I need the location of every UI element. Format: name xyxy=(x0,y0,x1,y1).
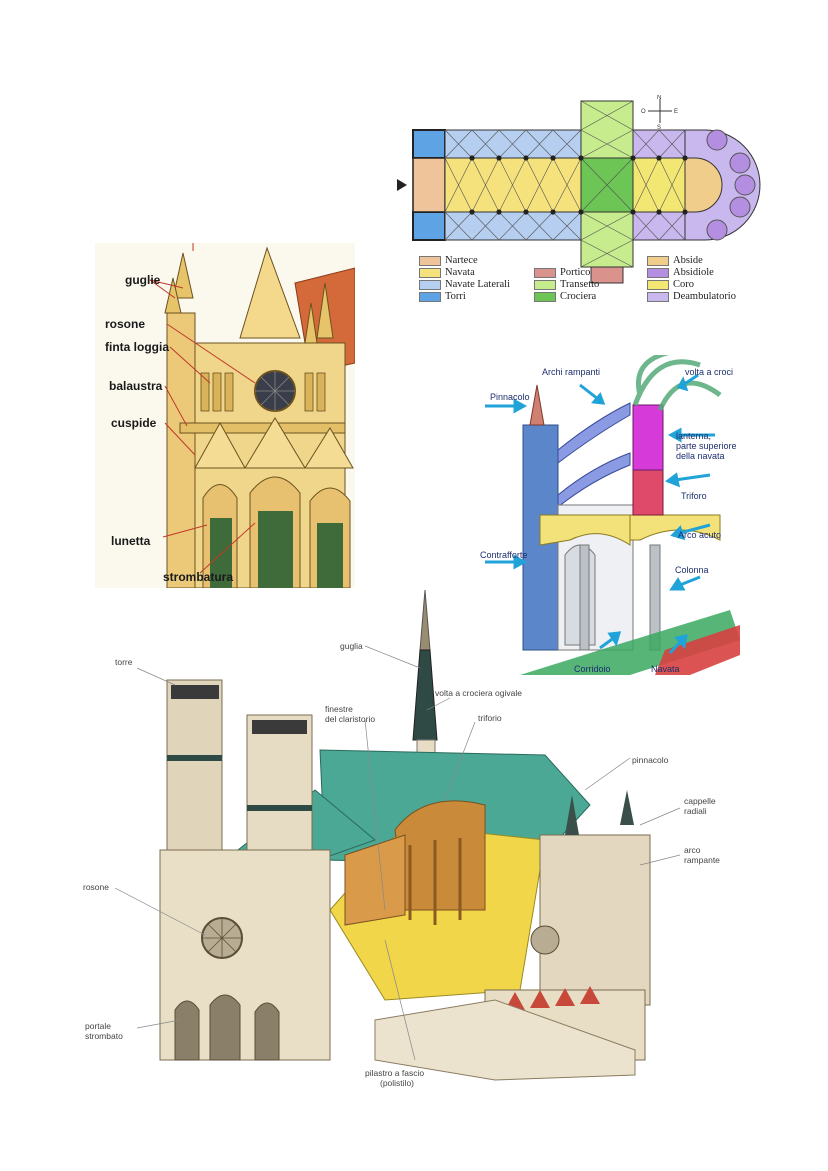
label-triforio: triforio xyxy=(478,713,502,723)
label-pinnacolo: pinnacolo xyxy=(632,755,669,765)
label-corridoio: Corridoio xyxy=(574,664,611,674)
cathedral-cutaway: torre guglia volta a crociera ogivale fi… xyxy=(75,580,755,1110)
tower-south xyxy=(412,211,446,241)
legend-crociera: Crociera xyxy=(534,291,596,302)
cross-section-drawing xyxy=(485,355,740,675)
label-lanterna: lanterna, xyxy=(676,431,712,441)
facade-drawing xyxy=(149,243,355,588)
floor-plan: N S E O xyxy=(395,95,765,310)
legend-nartece: Nartece xyxy=(419,255,478,266)
label-cuspide: cuspide xyxy=(111,416,157,430)
legend-absidiole: Absidiole xyxy=(647,267,714,278)
label-strombato: strombato xyxy=(85,1031,123,1041)
label-del-claristorio: del claristorio xyxy=(325,714,376,724)
label-guglie: guglie xyxy=(125,273,161,287)
label-navata-section: Navata xyxy=(651,664,680,674)
entry-arrow-icon xyxy=(397,179,407,191)
label-arco: arco xyxy=(684,845,701,855)
label-balaustra: balaustra xyxy=(109,379,163,393)
chapel-5 xyxy=(706,219,728,241)
legend-navata: Navata xyxy=(419,267,475,278)
label-guglia: guglia xyxy=(340,641,363,651)
choir xyxy=(632,157,686,213)
chapel-3 xyxy=(734,174,756,196)
label-volta-crociera-ogivale: volta a crociera ogivale xyxy=(435,688,522,698)
label-torre: torre xyxy=(115,657,133,667)
label-pinnacolo-section: Pinnacolo xyxy=(490,392,530,402)
label-colonna: Colonna xyxy=(675,565,709,575)
label-della-navata: della navata xyxy=(676,451,725,461)
cross-section-diagram: Archi rampanti volta a croci Pinnacolo l… xyxy=(480,355,740,675)
apse xyxy=(684,157,723,213)
plan-legend: Nartece Navata Navate Laterali Torri Por… xyxy=(419,255,759,310)
ambulatory-north xyxy=(632,129,686,159)
label-triforo: Triforo xyxy=(681,491,707,501)
pillars xyxy=(469,155,688,215)
label-archi-rampanti: Archi rampanti xyxy=(542,367,601,377)
legend-deambulatorio: Deambulatorio xyxy=(647,291,736,302)
label-rosone: rosone xyxy=(105,317,146,331)
label-cappelle: cappelle xyxy=(684,796,716,806)
label-radiali: radiali xyxy=(684,806,707,816)
label-pilastro-a-fascio: pilastro a fascio xyxy=(365,1068,425,1078)
compass-s: S xyxy=(657,125,661,131)
aisle-north xyxy=(444,129,582,159)
nave xyxy=(444,157,582,213)
ambulatory-south xyxy=(632,211,686,241)
label-contrafforte: Contrafforte xyxy=(480,550,528,560)
label-lunetta: lunetta xyxy=(111,534,151,548)
cathedral-drawing xyxy=(114,589,681,1081)
compass-e: E xyxy=(674,109,678,115)
legend-navate-laterali: Navate Laterali xyxy=(419,279,510,290)
label-parte-superiore: parte superiore xyxy=(676,441,737,451)
aisle-south xyxy=(444,211,582,241)
tower-north xyxy=(412,129,446,159)
label-rampante: rampante xyxy=(684,855,720,865)
label-volta-a-croci: volta a croci xyxy=(685,367,734,377)
legend-transetto: Transetto xyxy=(534,279,599,290)
legend-portico: Portico xyxy=(534,267,590,278)
narthex xyxy=(412,157,446,213)
legend-coro: Coro xyxy=(647,279,694,290)
label-finta-loggia: finta loggia xyxy=(105,340,169,354)
label-rosone-cathedral: rosone xyxy=(83,882,109,892)
floor-plan-drawing: N S E O xyxy=(397,95,761,284)
chapel-1 xyxy=(706,129,728,151)
facade-diagram: guglie rosone finta loggia balaustra cus… xyxy=(95,243,355,588)
label-arco-acuto: Arco acuto xyxy=(678,530,722,540)
label-portale: portale xyxy=(85,1021,111,1031)
compass-o: O xyxy=(641,109,646,115)
label-polistilo: (polistilo) xyxy=(380,1078,415,1088)
vault-ribs xyxy=(444,100,686,268)
chapel-4 xyxy=(729,196,751,218)
legend-torri: Torri xyxy=(419,291,466,302)
legend-abside: Abside xyxy=(647,255,703,266)
compass-n: N xyxy=(657,95,661,101)
label-strombatura: strombatura xyxy=(163,570,234,584)
chapel-2 xyxy=(729,152,751,174)
compass-icon: N S E O xyxy=(641,95,678,131)
label-finestre: finestre xyxy=(325,704,353,714)
portico xyxy=(590,266,624,284)
